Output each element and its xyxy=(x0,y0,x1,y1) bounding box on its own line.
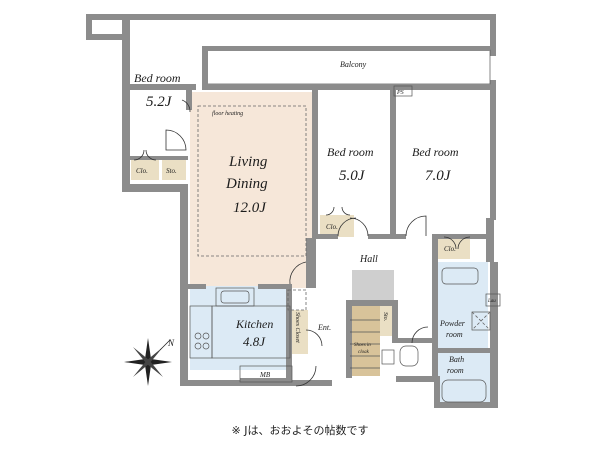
exterior-walls xyxy=(86,14,498,408)
bedroom-right-name: Bed room xyxy=(412,145,459,159)
living-name-line2: Dining xyxy=(225,176,268,192)
balcony: Balcony xyxy=(202,46,491,90)
sto-left-label: Sto. xyxy=(166,167,177,175)
doors xyxy=(133,99,471,387)
ps-label: PS xyxy=(396,90,404,96)
bedroom-mid-size: 5.0J xyxy=(339,168,366,184)
sto-hall-label: Sto. xyxy=(382,312,388,321)
hall-label: Hall xyxy=(359,254,378,265)
shoes-closet-fill xyxy=(290,310,308,354)
clo-mid-label: Clo. xyxy=(326,223,338,231)
powder-room-line1: Powder xyxy=(439,319,466,328)
bedroom-left-name: Bed room xyxy=(134,71,181,85)
bathroom-fixtures xyxy=(381,267,491,403)
living-dining-floor xyxy=(190,92,315,288)
sto-hall-fill xyxy=(380,306,394,336)
lau-box xyxy=(485,293,501,307)
living-size: 12.0J xyxy=(233,200,267,216)
clo-right-fill xyxy=(436,237,470,259)
clo-left-fill xyxy=(131,160,159,180)
shoes-cloak-shelves xyxy=(350,319,380,369)
kitchen-floor xyxy=(190,286,290,370)
entrance-label: Ent. xyxy=(317,323,331,332)
bath-room-line2: room xyxy=(447,366,464,375)
shoes-closet-label: Shoes Closet xyxy=(294,312,300,343)
shoes-cloak-line2: cloak xyxy=(358,350,370,355)
lau-label: Lau xyxy=(487,299,496,304)
kitchen-name: Kitchen xyxy=(235,317,273,331)
shoes-cloak-line1: Shoes in xyxy=(354,343,371,348)
powder-room-line2: room xyxy=(446,330,463,339)
bedroom-left-size: 5.2J xyxy=(146,94,173,110)
bedroom-right-size: 7.0J xyxy=(425,168,452,184)
floor-heating-label: floor heating xyxy=(212,110,243,117)
sto-left-fill xyxy=(162,160,186,180)
kitchen-fixtures xyxy=(189,287,307,359)
ps-box xyxy=(393,85,413,97)
mb-box xyxy=(239,365,293,383)
floor-heating-zone xyxy=(197,105,307,257)
interior-walls xyxy=(126,84,490,380)
compass-north-label: N xyxy=(167,338,175,348)
compass-rose-icon xyxy=(124,338,172,386)
bath-room-floor xyxy=(436,350,492,406)
shoes-cloak-floor xyxy=(350,306,380,376)
kitchen-size: 4.8J xyxy=(243,334,266,349)
balcony-label: Balcony xyxy=(340,60,367,69)
living-name-line1: Living xyxy=(228,154,268,170)
bath-room-line1: Bath xyxy=(449,355,464,364)
footnote: ※ Jは、おおよその帖数です xyxy=(231,424,369,437)
mb-label: MB xyxy=(259,371,271,379)
bedroom-mid-name: Bed room xyxy=(327,145,374,159)
clo-left-label: Clo. xyxy=(136,167,148,175)
powder-room-floor xyxy=(434,262,488,350)
clo-right-label: Clo. xyxy=(444,245,456,253)
clo-mid-fill xyxy=(320,215,354,237)
